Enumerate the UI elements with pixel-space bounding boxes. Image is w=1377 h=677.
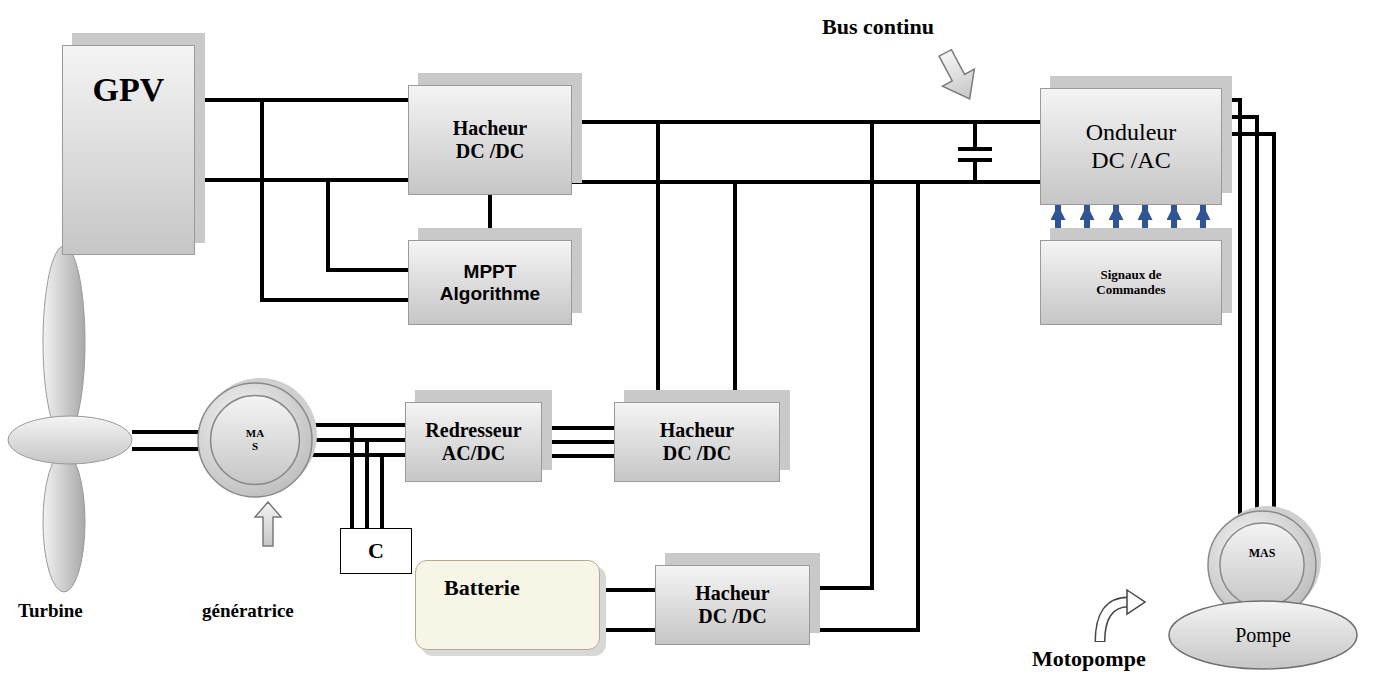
converter-box: Hacheur DC /DC <box>408 85 572 195</box>
wire-segment <box>735 182 1040 402</box>
command-box: Signaux de Commandes <box>1040 240 1222 325</box>
node-text: Onduleur DC /AC <box>1075 119 1187 174</box>
wire-segment <box>1222 100 1240 516</box>
node-text: MAS <box>1249 547 1276 561</box>
wire <box>600 590 655 630</box>
mppt-box: MPPT Algorithme <box>408 240 572 325</box>
wire-segment <box>310 455 382 528</box>
wire-segment <box>810 122 1040 588</box>
wire <box>810 122 1040 630</box>
control-arrow <box>1058 205 1203 240</box>
wire-segment <box>1222 117 1257 511</box>
circle-shadow <box>1213 506 1321 614</box>
wire-segment <box>1222 134 1274 512</box>
node-text: Hacheur DC /DC <box>647 419 747 465</box>
node-text: GPV <box>93 70 165 109</box>
pv-generator-box: GPV <box>62 45 195 255</box>
curved-arrow <box>1100 590 1145 642</box>
wire-segment <box>658 122 1040 402</box>
wire-segment <box>542 426 614 430</box>
wire-segment <box>1055 205 1061 240</box>
machine-rotor <box>211 396 300 485</box>
node-text: C <box>368 538 384 563</box>
node-text: Batterie <box>444 575 520 600</box>
bus-capacitor <box>958 122 992 182</box>
wire-segment <box>195 100 408 300</box>
wire-segment <box>488 195 492 240</box>
node-text: MPPT Algorithme <box>431 261 549 305</box>
wire <box>195 100 408 300</box>
pump-ellipse: Pompe <box>1168 600 1358 670</box>
wire-segment <box>1084 205 1090 240</box>
circle-outline <box>1200 503 1324 627</box>
pointer-arrow <box>255 502 281 546</box>
wire-segment <box>542 440 614 444</box>
wire-segment <box>600 588 655 592</box>
diagram-label: génératrice <box>200 600 296 622</box>
turbine <box>8 246 200 592</box>
circle-shadow <box>203 378 317 492</box>
node-text: Hacheur DC /DC <box>683 582 783 628</box>
wire-segment <box>1171 205 1177 240</box>
inverter-box: Onduleur DC /AC <box>1040 88 1222 205</box>
capacitor-box: C <box>340 528 412 574</box>
wire <box>310 425 382 528</box>
wire-segment <box>600 628 655 632</box>
rectifier-box: Redresseur AC/DC <box>405 402 542 482</box>
converter-box: Hacheur DC /DC <box>655 565 810 645</box>
node-text: Pompe <box>1235 624 1291 647</box>
machine-body <box>198 383 312 497</box>
wire <box>542 428 614 456</box>
wire <box>572 122 1040 182</box>
machine-body <box>1208 511 1316 619</box>
wire-segment <box>810 182 1040 630</box>
circle-outline <box>190 375 320 505</box>
ellipse-outline <box>1168 600 1358 670</box>
diagram-label: Bus continu <box>820 14 936 40</box>
wire-segment <box>1142 205 1148 240</box>
battery-box: Batterie <box>415 560 600 650</box>
wire <box>490 195 491 240</box>
node-text: Hacheur DC /DC <box>440 117 540 163</box>
motor-circle: MAS <box>1200 503 1324 627</box>
node-text: MA S <box>244 427 266 452</box>
generator-circle: MA S <box>190 375 320 505</box>
wire <box>1222 100 1274 516</box>
converter-box: Hacheur DC /DC <box>614 402 780 482</box>
node-text: Redresseur AC/DC <box>415 419 533 465</box>
wire <box>195 100 408 180</box>
wire-segment <box>542 454 614 458</box>
node-text: Signaux de Commandes <box>1084 268 1179 298</box>
wire-segment <box>195 180 408 270</box>
wire-segment <box>1200 205 1206 240</box>
pointer-arrow <box>929 44 985 107</box>
pump-body <box>1169 601 1357 669</box>
machine-rotor <box>1220 523 1304 607</box>
diagram-label: Motopompe <box>1030 646 1148 672</box>
wire-segment <box>1113 205 1119 240</box>
wire <box>658 122 1040 402</box>
diagram-label: Turbine <box>16 600 85 622</box>
